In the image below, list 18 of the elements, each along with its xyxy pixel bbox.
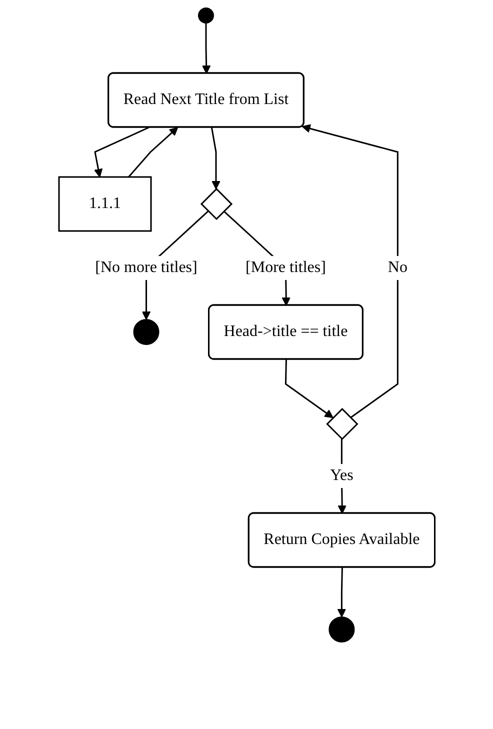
edge-label: Yes (330, 466, 353, 484)
arrow (337, 439, 346, 514)
edge-label: No (388, 258, 408, 276)
node-circle (132, 319, 159, 345)
arrow (336, 567, 346, 618)
node-diamond (200, 188, 232, 220)
node-diamond (326, 408, 358, 440)
edge-label: [More titles] (245, 258, 326, 276)
node-circle (328, 616, 354, 642)
arrow (284, 359, 333, 418)
arrow (94, 126, 149, 178)
arrow (128, 127, 178, 178)
edge-label: [No more titles] (94, 258, 197, 276)
arrow (301, 124, 398, 418)
node-box: 1.1.1 (58, 176, 152, 232)
arrow (210, 127, 220, 190)
arrow (202, 23, 210, 74)
node-circle (198, 8, 214, 24)
